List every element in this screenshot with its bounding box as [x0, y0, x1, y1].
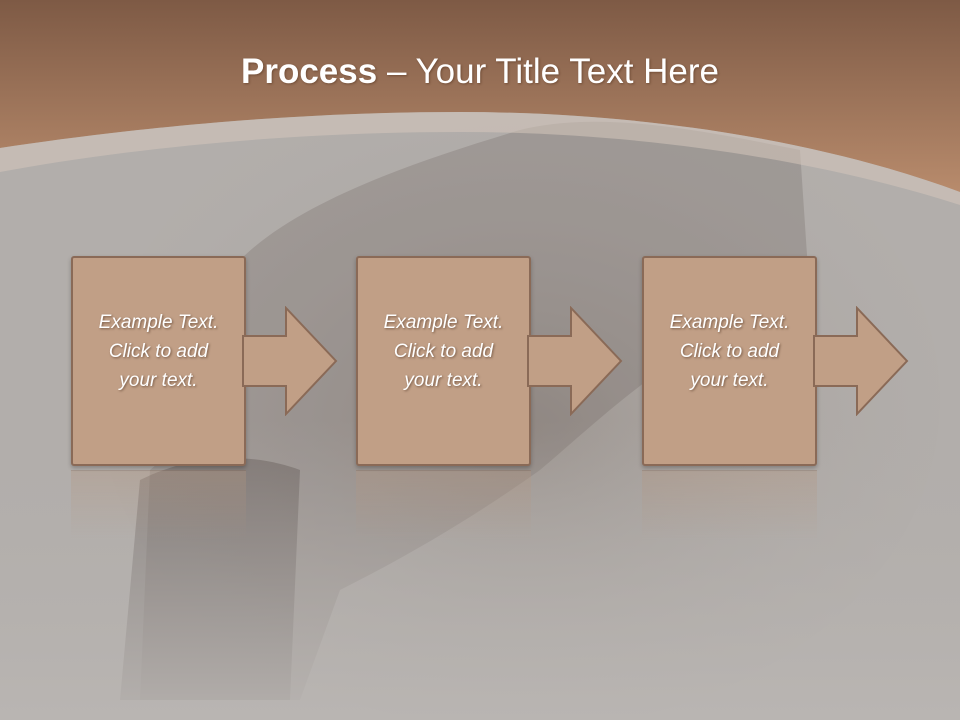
right-arrow-icon — [242, 306, 338, 416]
step-3-text: Example Text. Click to add your text. — [669, 311, 790, 391]
title-rest: – Your Title Text Here — [377, 52, 719, 91]
step-2-reflection — [356, 470, 531, 540]
slide-title[interactable]: Process – Your Title Text Here — [0, 52, 960, 92]
step-1-text: Example Text. Click to add your text. — [98, 311, 219, 391]
step-1-reflection — [71, 470, 246, 540]
process-step-2[interactable]: Example Text. Click to add your text. — [356, 256, 531, 466]
header-band — [0, 0, 960, 192]
header-light-curve — [0, 112, 960, 205]
process-step-3[interactable]: Example Text. Click to add your text. — [642, 256, 817, 466]
right-arrow-icon — [527, 306, 623, 416]
right-arrow-icon — [813, 306, 909, 416]
process-step-1[interactable]: Example Text. Click to add your text. — [71, 256, 246, 466]
step-2-text: Example Text. Click to add your text. — [383, 311, 504, 391]
title-bold: Process — [241, 52, 378, 91]
step-3-reflection — [642, 470, 817, 540]
